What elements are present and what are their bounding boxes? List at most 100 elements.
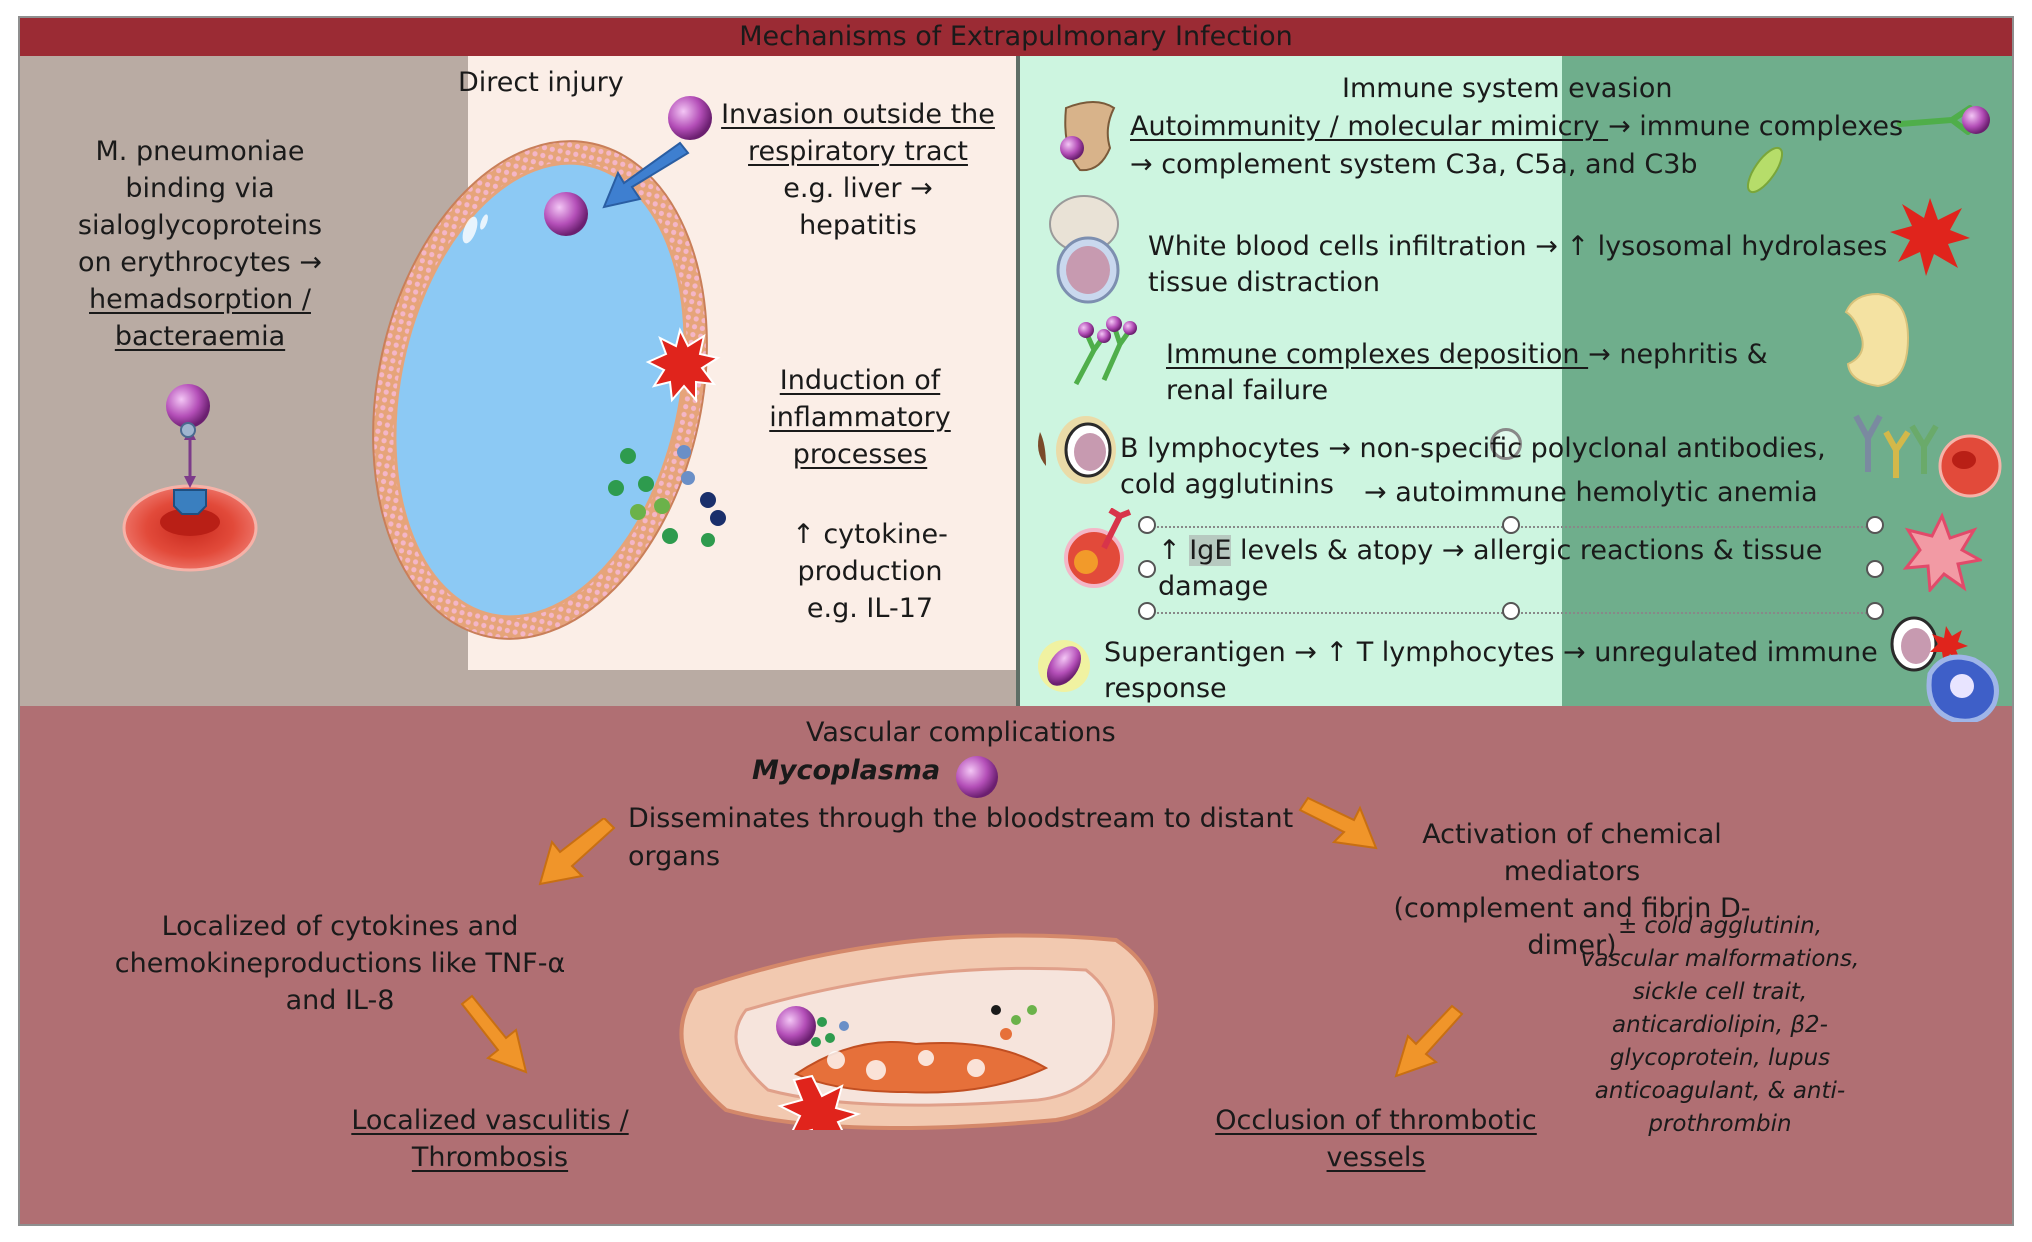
localized-line-2: chemokineproductions like TNF-α <box>114 948 566 979</box>
left-line-1: M. pneumoniae <box>95 136 305 167</box>
vasculitis-line-2: Thrombosis <box>411 1142 569 1173</box>
invasion-line-4: hepatitis <box>799 210 917 241</box>
occlusion-text: Occlusion of thrombotic vessels <box>1196 1102 1556 1176</box>
cytokine-text: ↑ cytokine- production e.g. IL-17 <box>760 516 980 627</box>
ige-text: levels & atopy → allergic reactions & ti… <box>1231 535 1823 566</box>
title-bar: Mechanisms of Extrapulmonary Infection <box>20 18 2012 56</box>
resize-handle-tr[interactable] <box>1866 516 1884 534</box>
occlusion-line-2: vessels <box>1326 1142 1426 1173</box>
immune-evasion-heading: Immune system evasion <box>1342 73 1673 104</box>
b-lymphocyte-row-line-2: cold agglutinins <box>1120 469 1334 500</box>
right-panel-light <box>1020 56 1562 706</box>
superantigen-row-line-1: Superantigen → ↑ T lymphocytes → unregul… <box>1104 637 1878 668</box>
disseminates-line-1: Disseminates through the bloodstream to … <box>628 803 1294 834</box>
mycoplasma-inside-icon <box>544 192 588 236</box>
activation-line-2: (complement and fibrin D-dimer) <box>1393 893 1751 961</box>
risk-line-6: anticoagulant, & anti- <box>1594 1078 1846 1104</box>
occlusion-line-1: Occlusion of thrombotic <box>1215 1105 1537 1136</box>
vasculitis-text: Localized vasculitis / Thrombosis <box>330 1102 650 1176</box>
cell-cytoplasm <box>393 161 687 619</box>
disseminates-line-2: organs <box>628 841 721 872</box>
invasion-line-2: respiratory tract <box>748 136 968 167</box>
induction-line-2: inflammatory <box>769 402 951 433</box>
risk-line-1: ± cold agglutinin, <box>1617 913 1823 939</box>
left-line-2: binding via <box>125 173 275 204</box>
induction-text: Induction of inflammatory processes <box>740 362 980 473</box>
resize-handle-bc[interactable] <box>1502 602 1520 620</box>
invasion-line-3: e.g. liver → <box>783 173 933 204</box>
superantigen-icon <box>1038 640 1090 692</box>
resize-handle-bl[interactable] <box>1138 602 1156 620</box>
ige-highlight: IgE <box>1189 535 1232 566</box>
left-description: M. pneumoniae binding via sialoglycoprot… <box>40 133 360 355</box>
b-lymphocyte-row-line-3: → autoimmune hemolytic anemia <box>1364 477 1818 508</box>
induction-line-1: Induction of <box>779 365 941 396</box>
resize-handle-tl[interactable] <box>1138 516 1156 534</box>
deposition-row: Immune complexes deposition → nephritis … <box>1166 336 1768 373</box>
induction-line-3: processes <box>792 439 928 470</box>
autoimmunity-cell-icon <box>1060 101 1116 172</box>
host-cell-illustration <box>372 140 726 640</box>
left-line-3: sialoglycoproteins <box>77 210 323 241</box>
resize-handle-mr[interactable] <box>1866 560 1884 578</box>
arrow-down-right-icon-left <box>460 994 528 1074</box>
risk-line-3: sickle cell trait, <box>1632 979 1808 1005</box>
risk-factors-text: ± cold agglutinin, vascular malformation… <box>1560 910 1880 1141</box>
antibodies-rbc-icon <box>1853 414 2002 498</box>
cytokine-line-1: ↑ cytokine- <box>792 519 948 550</box>
localized-line-3: and IL-8 <box>285 985 395 1016</box>
vasculitis-line-1: Localized vasculitis / <box>351 1105 629 1136</box>
complement-row: → complement system C3a, C5a, and C3b <box>1130 149 1698 180</box>
immune-complex-deposition-icon <box>1073 316 1137 386</box>
cytokine-line-3: e.g. IL-17 <box>806 593 934 624</box>
activation-line-1: Activation of chemical mediators <box>1422 819 1722 887</box>
right-panel-dark <box>1562 56 2012 706</box>
resize-handle-tc[interactable] <box>1502 516 1520 534</box>
direct-injury-label: Direct injury <box>458 67 624 98</box>
erythrocyte-binding-illustration <box>122 384 258 572</box>
kidney-icon <box>1844 292 1910 388</box>
resize-handle-br[interactable] <box>1866 602 1884 620</box>
autoimmunity-label: Autoimmunity / molecular mimicry <box>1130 111 1609 142</box>
deposition-label: Immune complexes deposition <box>1166 339 1589 370</box>
cytokine-line-2: production <box>797 556 943 587</box>
risk-line-4: anticardiolipin, β2- <box>1612 1012 1828 1038</box>
mycoplasma-outside-icon <box>668 96 712 140</box>
right-panel-border <box>1016 56 1020 706</box>
risk-line-2: vascular malformations, <box>1580 946 1860 972</box>
arrow-down-left-icon <box>538 818 616 886</box>
left-line-4: on erythrocytes → <box>78 247 322 278</box>
ige-arrow: ↑ <box>1158 535 1190 566</box>
vascular-heading: Vascular complications <box>806 717 1116 748</box>
deposition-row-line-2: renal failure <box>1166 375 1329 406</box>
b-lymphocyte-icon <box>1038 416 1116 484</box>
rotate-handle-icon[interactable] <box>1490 428 1522 460</box>
lysosomal-burst-icon <box>1890 198 1970 276</box>
autoimmunity-row: Autoimmunity / molecular mimicry → immun… <box>1130 108 1903 145</box>
b-lymphocyte-row-line-1: B lymphocytes → non-specific polyclonal … <box>1120 433 1826 464</box>
allergy-burst-icon <box>1902 512 1982 592</box>
damage-burst-icon <box>645 327 721 403</box>
mycoplasma-bottom-icon <box>956 756 998 798</box>
ige-row-line-1[interactable]: ↑ IgE levels & atopy → allergic reaction… <box>1158 532 1822 569</box>
deposition-result: → nephritis & <box>1588 339 1768 370</box>
localized-line-1: Localized of cytokines and <box>161 911 519 942</box>
activation-text: Activation of chemical mediators (comple… <box>1352 816 1792 964</box>
invasion-line-1: Invasion outside the <box>721 99 995 130</box>
wbc-row-line-2: tissue distraction <box>1148 267 1381 298</box>
immune-complex-icon <box>1897 105 1990 135</box>
mast-cell-icon <box>1064 508 1132 588</box>
blood-vessel-illustration <box>679 933 1158 1130</box>
risk-line-7: prothrombin <box>1648 1111 1792 1137</box>
superantigen-row-line-2: response <box>1104 673 1227 704</box>
left-line-6: bacteraemia <box>114 321 286 352</box>
risk-line-5: glycoprotein, lupus <box>1609 1045 1831 1071</box>
ige-row-line-2[interactable]: damage <box>1158 571 1269 602</box>
resize-handle-ml[interactable] <box>1138 560 1156 578</box>
localized-cytokines-text: Localized of cytokines and chemokineprod… <box>100 908 580 1019</box>
center-lower-strip <box>468 670 1020 706</box>
arrow-down-left-icon-right <box>1394 1004 1464 1078</box>
left-line-5: hemadsorption / <box>89 284 311 315</box>
arrow-right-icon <box>1298 796 1378 850</box>
wbc-row-line-1: White blood cells infiltration → ↑ lysos… <box>1148 231 1888 262</box>
